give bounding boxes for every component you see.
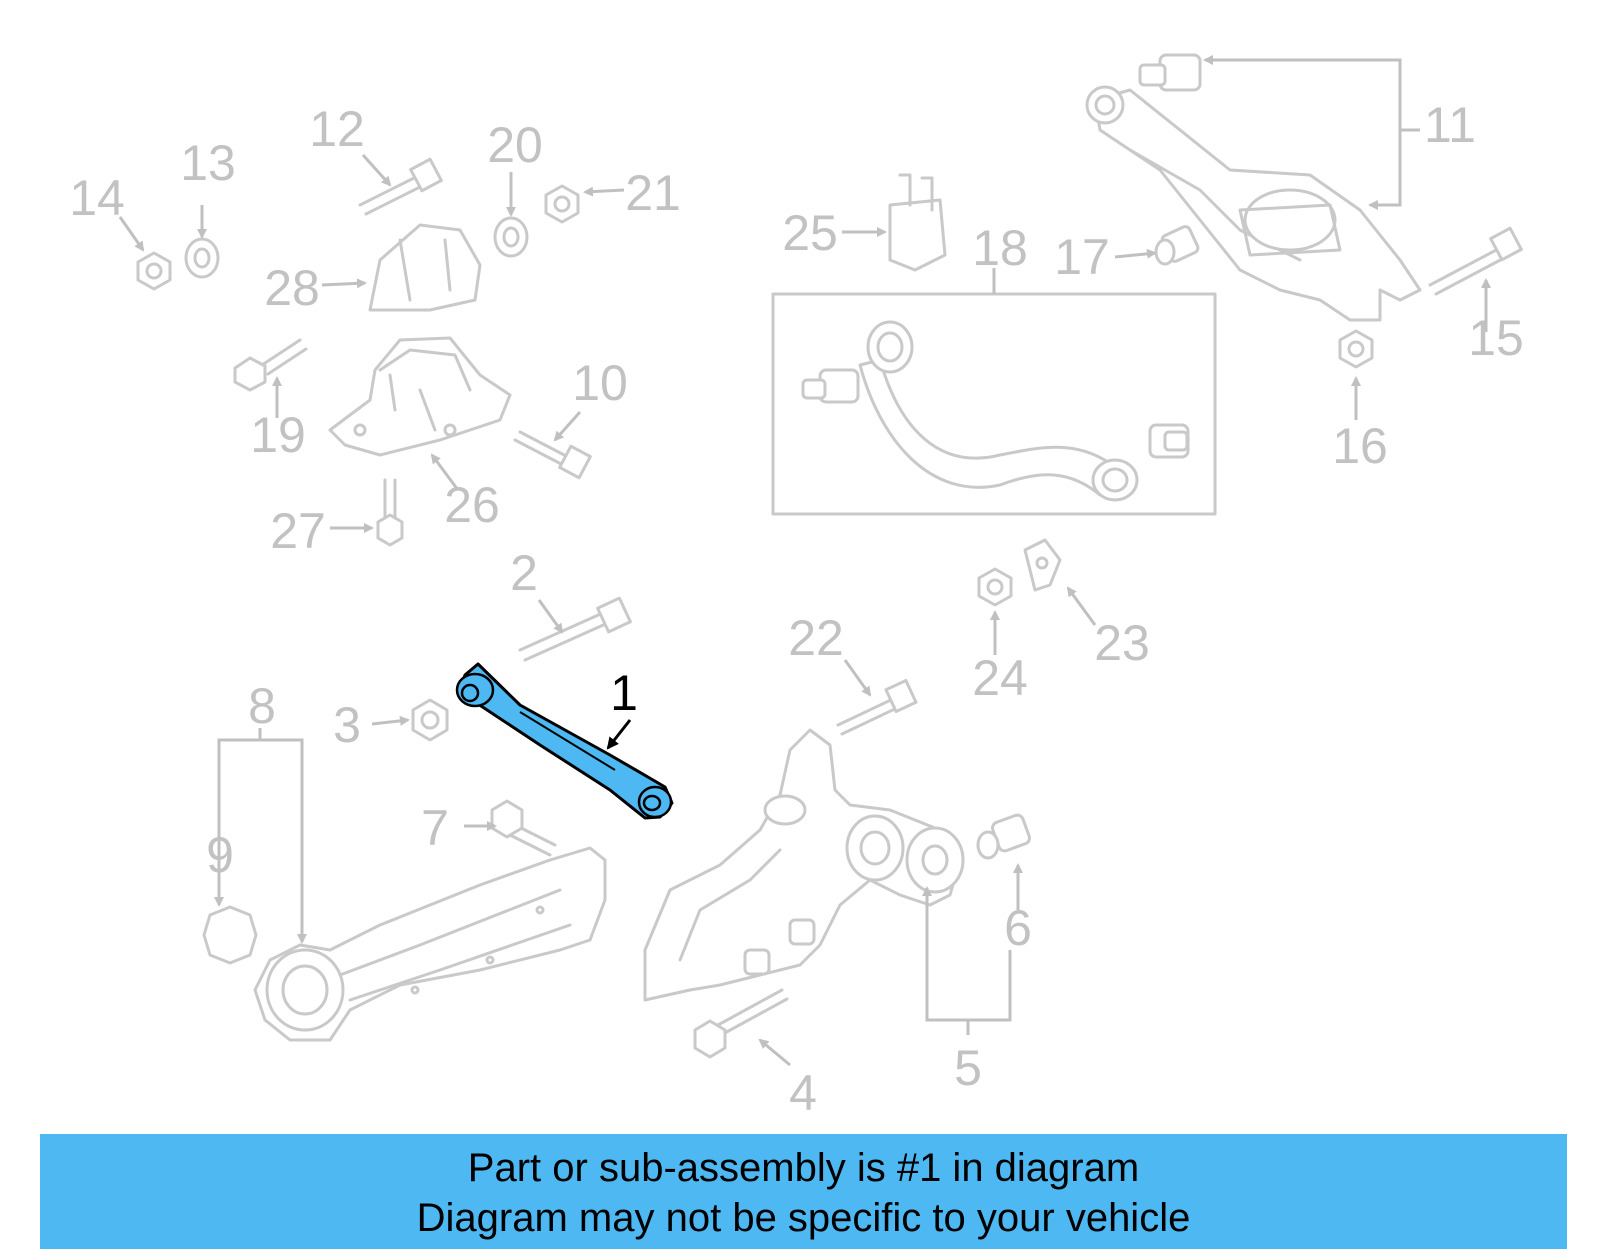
bolt-22 [836,678,918,736]
callout-28: 28 [264,260,320,316]
callout-7: 7 [421,800,449,856]
bolt-12 [358,157,443,216]
bolt-4 [693,988,789,1059]
bolt-7 [490,799,557,857]
callout-13: 13 [180,135,236,191]
nut-21 [544,184,580,224]
info-banner: Part or sub-assembly is #1 in diagram Di… [40,1134,1567,1249]
callout-10: 10 [572,355,628,411]
lateral-link-1-highlighted [455,662,674,820]
banner-line-1: Part or sub-assembly is #1 in diagram [467,1146,1140,1190]
callout-1: 1 [610,665,638,721]
callout-3: 3 [333,697,361,753]
cap-9 [202,905,258,965]
banner-line-2: Diagram may not be specific to your vehi… [416,1196,1191,1240]
callout-25: 25 [782,205,838,261]
callout-22: 22 [788,610,844,666]
callout-5: 5 [954,1040,982,1096]
control-arm-11 [1085,85,1422,322]
callout-2: 2 [510,545,538,601]
callout-15: 15 [1468,310,1524,366]
callout-26: 26 [444,477,500,533]
callout-27: 27 [270,503,326,559]
callout-8: 8 [248,678,276,734]
callout-6: 6 [1004,900,1032,956]
callout-24: 24 [972,650,1028,706]
callout-21: 21 [625,165,681,221]
knuckle-5 [643,728,1012,1035]
bolt-27 [376,478,404,547]
nut-24 [977,567,1013,607]
callout-17: 17 [1054,229,1110,285]
mount-26 [328,336,512,457]
plate-23 [1023,538,1062,592]
assembly-box-18 [771,268,1217,516]
callout-20: 20 [487,117,543,173]
leader-lines [118,55,1491,1067]
bolt-2 [518,596,632,662]
bushing-17 [1154,225,1200,266]
bolt-15 [1428,226,1523,296]
nut-16 [1338,329,1374,369]
callout-14: 14 [69,170,125,226]
washer-13 [184,237,220,279]
bracket-25 [888,173,947,272]
washer-20 [493,216,529,258]
callout-18: 18 [972,220,1028,276]
callout-11: 11 [1424,97,1476,153]
bushing-11-top [1138,53,1202,92]
callout-labels: 1 2 3 4 5 6 7 8 9 10 11 12 13 14 15 16 1… [69,97,1524,1121]
bushing-6 [976,813,1031,860]
bolt-19 [233,338,308,392]
callout-23: 23 [1094,615,1150,671]
trailing-arm-8 [253,846,607,1042]
callout-12: 12 [309,101,365,157]
nut-14 [136,251,172,291]
callout-9: 9 [206,827,234,883]
callout-16: 16 [1332,418,1388,474]
callout-4: 4 [789,1065,817,1121]
callout-19: 19 [250,407,306,463]
nut-3 [411,698,449,742]
mount-28 [368,223,482,312]
bolt-10 [513,430,592,480]
